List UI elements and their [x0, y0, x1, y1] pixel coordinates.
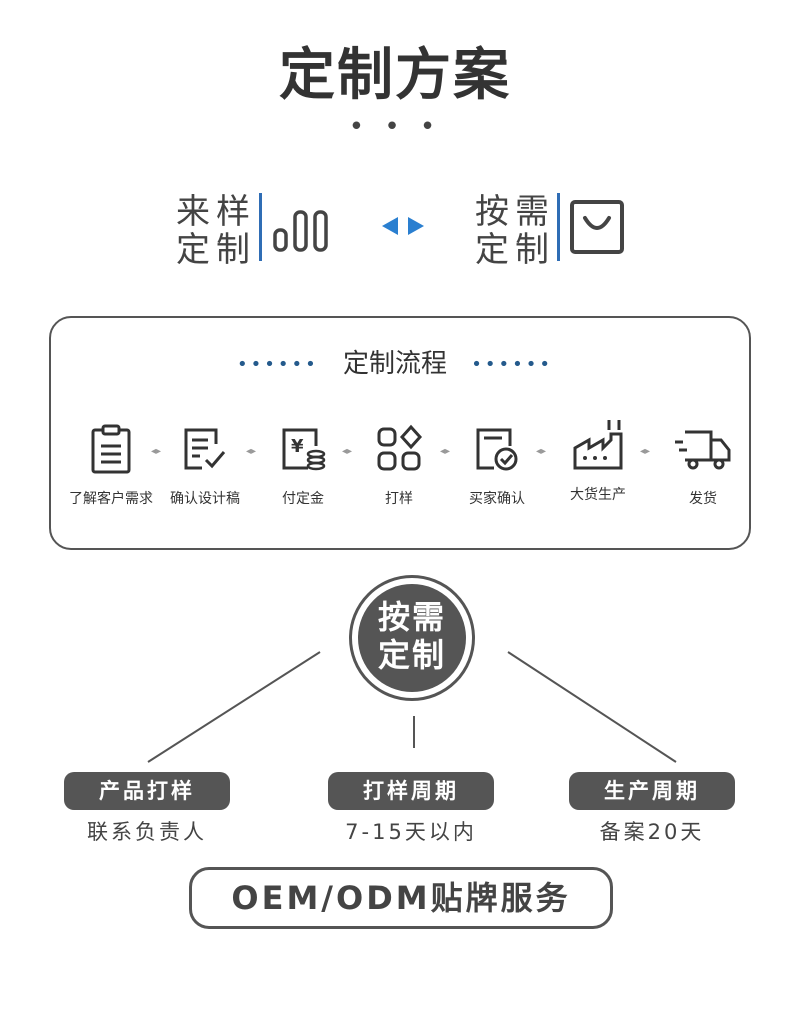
connector-lines	[147, 651, 677, 763]
step-label: 大货生产	[570, 487, 626, 503]
step-buyer-confirm: 买家确认	[437, 424, 557, 508]
flow-title-text: 定制流程	[342, 349, 447, 379]
center-line2: 定制	[377, 636, 446, 674]
step-production: 大货生产	[538, 418, 658, 504]
step-label: 确认设计稿	[170, 491, 240, 507]
branch-sampling-sub: 联系负责人	[87, 820, 207, 844]
flow-dots-left: ••••••	[237, 354, 319, 375]
oem-odm-badge: OEM/ODM贴牌服务	[189, 867, 613, 929]
step-arrow: ◂▸	[246, 446, 257, 457]
branch-production-cycle-sub: 备案20天	[599, 820, 705, 844]
svg-text:¥: ¥	[291, 436, 304, 457]
demand-custom-label: 按需 定制	[475, 193, 555, 269]
sample-custom-line1: 来样	[176, 192, 256, 232]
branch-sampling-pill: 产品打样	[64, 772, 230, 810]
step-label: 发货	[689, 491, 717, 507]
sample-custom-label: 来样 定制	[176, 193, 256, 269]
step-label: 了解客户需求	[69, 491, 153, 507]
step-shipping: 发货	[643, 424, 763, 508]
center-circle-text: 按需 定制	[358, 598, 466, 674]
branch-production-cycle-pill: 生产周期	[569, 772, 735, 810]
step-sampling: 打样	[339, 424, 459, 508]
clipboard-icon	[91, 424, 131, 474]
accent-bar	[259, 193, 262, 261]
step-arrow: ◂▸	[342, 446, 353, 457]
step-arrow: ◂▸	[151, 446, 162, 457]
branch-sample-cycle-pill: 打样周期	[328, 772, 494, 810]
center-line1: 按需	[377, 598, 446, 636]
shopping-bag-icon	[570, 200, 624, 254]
yuan-coins-icon: ¥	[282, 428, 326, 471]
step-design-confirm: 确认设计稿	[145, 424, 265, 508]
sample-custom-line2: 定制	[176, 230, 256, 270]
page-title: 定制方案	[279, 43, 511, 108]
step-requirements: 了解客户需求	[51, 424, 171, 508]
flow-title: •••••• 定制流程 ••••••	[0, 343, 790, 380]
step-arrow: ◂▸	[640, 446, 651, 457]
step-arrow: ◂▸	[536, 446, 547, 457]
flow-panel	[49, 316, 751, 550]
step-label: 付定金	[282, 491, 324, 507]
bar-chart-icon	[273, 210, 328, 252]
truck-icon	[675, 430, 731, 470]
branch-sample-cycle-sub: 7-15天以内	[345, 820, 477, 844]
step-arrow: ◂▸	[440, 446, 451, 457]
step-label: 打样	[385, 491, 413, 507]
step-deposit: ¥ 付定金	[243, 424, 363, 508]
step-label: 买家确认	[469, 491, 525, 507]
flow-dots-right: ••••••	[471, 354, 553, 375]
center-circle-fill	[358, 584, 466, 692]
accent-bar	[557, 193, 560, 261]
apps-icon	[377, 424, 423, 471]
document-check-icon	[476, 428, 518, 471]
demand-custom-line2: 定制	[475, 230, 555, 270]
title-dots: • • •	[348, 112, 442, 142]
edit-check-icon	[184, 428, 226, 470]
left-right-arrow-icon	[382, 217, 424, 235]
demand-custom-line1: 按需	[475, 192, 555, 232]
factory-icon	[573, 420, 623, 470]
